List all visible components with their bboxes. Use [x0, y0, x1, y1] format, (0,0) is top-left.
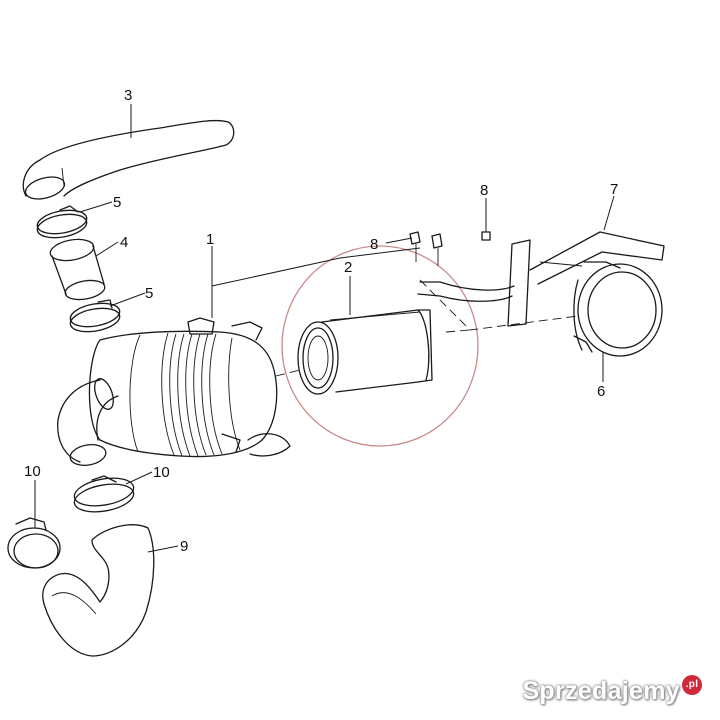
hose-end-clamp-part: [7, 517, 61, 569]
label-part-10-right: 10: [153, 464, 170, 481]
label-part-7: 7: [610, 181, 618, 198]
part-number-labels: 3 5 4 5 1 2 8 8 7 6 10 10 9: [24, 87, 618, 555]
upper-hose-part: [22, 119, 235, 200]
connector-pipe-part: [49, 238, 106, 301]
upper-hose-clamp-part: [36, 205, 88, 239]
label-part-5-lower: 5: [145, 285, 153, 302]
outlet-clamp-part: [73, 475, 135, 513]
air-filter-housing-part: [57, 317, 291, 466]
bolt-part: [409, 231, 491, 266]
label-part-8-left: 8: [370, 236, 378, 253]
watermark-logo: Sprzedajemy.pl: [522, 675, 702, 706]
label-part-2: 2: [344, 259, 352, 276]
highlight-circle: [281, 245, 479, 447]
label-part-6: 6: [597, 383, 605, 400]
lower-elbow-hose-part: [42, 524, 155, 657]
label-part-3: 3: [124, 87, 132, 104]
watermark-text: Sprzedajemy: [522, 677, 680, 705]
mounting-bracket-part: [417, 231, 665, 327]
assembly-lines: [275, 279, 579, 377]
label-part-1: 1: [206, 231, 214, 248]
filter-element-part: [297, 309, 433, 395]
label-part-5-upper: 5: [113, 194, 121, 211]
leader-lines: [34, 104, 615, 553]
label-part-4: 4: [120, 234, 128, 251]
label-part-9: 9: [180, 538, 188, 555]
label-part-8-right: 8: [480, 182, 488, 199]
watermark-badge: .pl: [682, 675, 702, 695]
mounting-band-part: [573, 261, 663, 357]
label-part-10-left: 10: [24, 463, 41, 480]
